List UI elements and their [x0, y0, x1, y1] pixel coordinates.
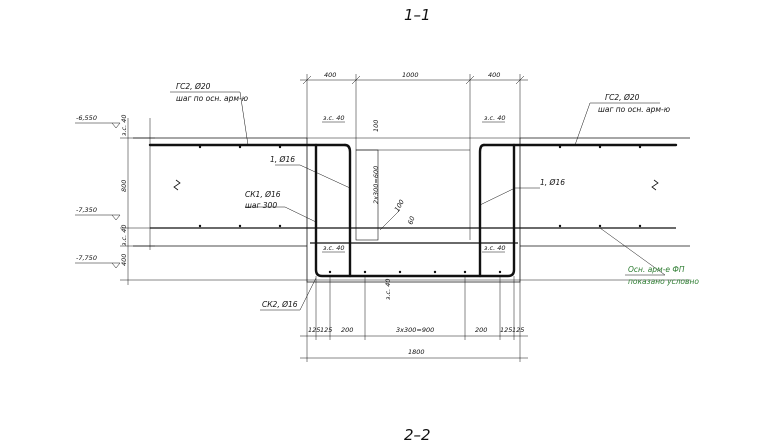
sk2-stirrup	[314, 143, 516, 278]
sk1-title: СК1, Ø16	[245, 190, 281, 199]
dim-400-left: 400	[324, 71, 336, 79]
cover-top-right: з.с. 40	[484, 114, 506, 122]
dim-b-125a: 125	[308, 326, 320, 334]
dim-v-40b: з.с. 40	[120, 225, 128, 247]
leader-gs2-right	[574, 102, 660, 146]
leader-bar1-right	[479, 187, 540, 206]
break-right	[651, 179, 659, 191]
gs2-right-title: ГС2, Ø20	[605, 93, 640, 102]
dim-100: 100	[372, 120, 380, 132]
pit-outline	[306, 138, 521, 283]
leader-note	[599, 227, 666, 276]
dim-60: 60	[406, 215, 416, 226]
bar1-left-label: 1, Ø16	[270, 155, 295, 164]
gs2-left-title: ГС2, Ø20	[176, 82, 211, 91]
cover-bottom-center: з.с. 40	[384, 279, 392, 301]
dim-v-400: 400	[120, 254, 128, 266]
note-line1: Осн. арм-е ФП	[628, 265, 685, 274]
dim-b-200b: 200	[475, 326, 487, 334]
bar1-right-label: 1, Ø16	[540, 178, 565, 187]
dim-b-125d: 125	[512, 326, 524, 334]
dim-1000: 1000	[402, 71, 419, 79]
cover-top-left: з.с. 40	[323, 114, 345, 122]
dim-v-40a: з.с. 40	[120, 115, 128, 137]
dim-stair: 2х300=600	[372, 166, 380, 204]
note-line2: показано условно	[628, 277, 699, 286]
dim-b-125b: 125	[320, 326, 332, 334]
leader-sk1	[245, 206, 317, 223]
sk2-label: СК2, Ø16	[262, 300, 298, 309]
leader-bar1-left	[275, 164, 351, 189]
section-title-bottom: 2–2	[404, 426, 431, 444]
dim-b-200a: 200	[341, 326, 353, 334]
dim-b-900: 3х300=900	[396, 326, 434, 334]
dim-b-125c: 125	[500, 326, 512, 334]
level-middle: -7,350	[76, 206, 97, 214]
leader-sk2	[260, 277, 317, 311]
cover-bottom-left: з.с. 40	[323, 244, 345, 252]
bar1-right	[478, 143, 486, 278]
level-top: -6,550	[76, 114, 97, 122]
sk1-sub: шаг 300	[245, 201, 277, 210]
dim-total: 1800	[408, 348, 425, 356]
gs2-left-sub: шаг по осн. арм-ю	[176, 94, 248, 103]
bar1-left	[343, 143, 352, 278]
cover-bottom-right: з.с. 40	[484, 244, 506, 252]
section-title-top: 1–1	[404, 6, 431, 24]
dim-100b: 100	[393, 198, 406, 213]
dim-400-right: 400	[488, 71, 500, 79]
break-left	[173, 179, 181, 191]
gs2-right-sub: шаг по осн. арм-ю	[598, 105, 670, 114]
leader-gs2-left	[170, 91, 249, 146]
dim-v-800: 800	[120, 180, 128, 192]
level-bottom: -7,750	[76, 254, 97, 262]
